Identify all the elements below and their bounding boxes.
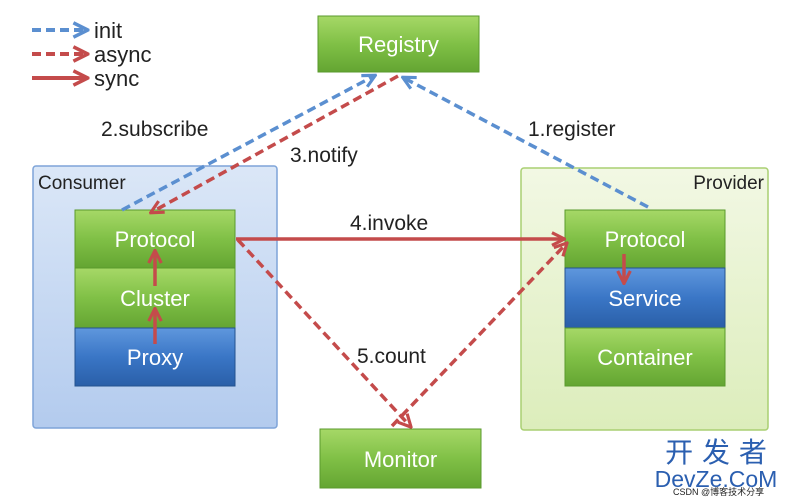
watermark-cn: 开 发 者 xyxy=(665,436,767,469)
notify-arrow xyxy=(152,74,399,212)
count-label: 5.count xyxy=(357,345,426,368)
consumer-proxy-label: Proxy xyxy=(127,345,183,370)
count-arrow-from-consumer xyxy=(236,238,410,426)
register-arrow xyxy=(404,78,649,209)
invoke-label: 4.invoke xyxy=(350,212,428,235)
consumer-protocol-label: Protocol xyxy=(115,227,196,252)
provider-container-label: Container xyxy=(597,345,692,370)
provider-service-box xyxy=(564,267,726,329)
legend-sync-label: sync xyxy=(94,66,139,91)
monitor-node: Monitor xyxy=(319,428,482,489)
legend: init async sync xyxy=(32,18,151,91)
consumer-label: Consumer xyxy=(38,173,126,194)
legend-init-label: init xyxy=(94,18,122,43)
provider-service-label: Service xyxy=(608,286,681,311)
subscribe-label: 2.subscribe xyxy=(101,118,208,141)
legend-async-label: async xyxy=(94,42,151,67)
provider-container-box xyxy=(564,327,726,387)
watermark-en: DevZe.CoM xyxy=(655,466,778,492)
registry-node: Registry xyxy=(317,15,480,73)
provider-label: Provider xyxy=(693,173,764,194)
provider-stack: Protocol Service Container xyxy=(564,209,726,387)
watermark-small: CSDN @博客技术分享 xyxy=(673,486,764,497)
provider-protocol-label: Protocol xyxy=(605,227,686,252)
registry-label: Registry xyxy=(358,32,439,57)
monitor-label: Monitor xyxy=(364,447,437,472)
watermark: 开 发 者 DevZe.CoM CSDN @博客技术分享 xyxy=(655,436,778,497)
consumer-stack: Protocol Cluster Proxy xyxy=(74,209,236,387)
consumer-cluster-label: Cluster xyxy=(120,286,190,311)
provider-protocol-box xyxy=(564,209,726,269)
notify-label: 3.notify xyxy=(290,144,358,167)
register-label: 1.register xyxy=(528,118,616,141)
subscribe-arrow xyxy=(121,76,374,212)
